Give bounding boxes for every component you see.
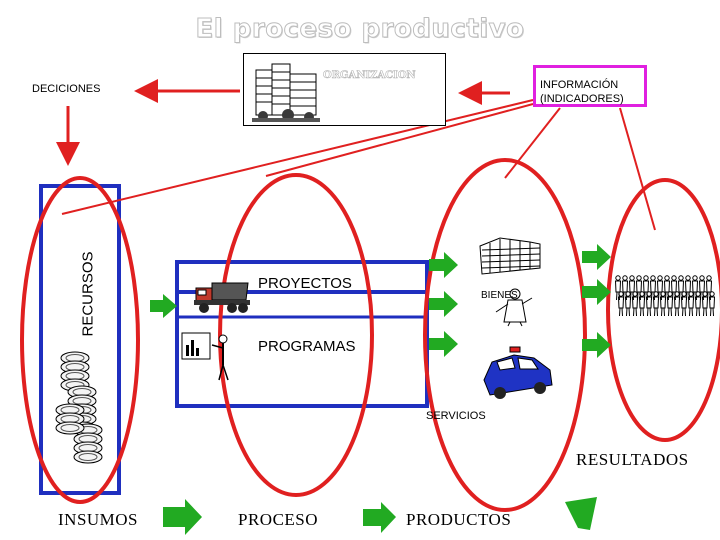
crowd-person-body — [687, 296, 695, 317]
insumos-frame — [39, 184, 121, 495]
crowd-person-body — [638, 296, 646, 317]
crowd-person-head — [706, 275, 712, 281]
proceso-label: PROCESO — [238, 510, 319, 529]
productos-label: PRODUCTOS — [406, 510, 512, 529]
crowd-person-body — [666, 296, 674, 317]
decisiones-label: DECICIONES — [32, 83, 101, 95]
crowd-person-head — [636, 275, 642, 281]
crowd-person-head — [653, 291, 659, 297]
crowd-person-head — [615, 275, 621, 281]
crowd-person-head — [671, 275, 677, 281]
crowd-person-body — [652, 296, 660, 317]
crowd-person-head — [650, 275, 656, 281]
servicios-label: SERVICIOS — [426, 410, 486, 422]
informacion-label: INFORMACIÓN (INDICADORES) — [540, 78, 624, 106]
crowd-person-head — [695, 291, 701, 297]
crowd-person-body — [680, 296, 688, 317]
crowd-person-head — [709, 291, 715, 297]
green-arrow-productos-resultados-2 — [582, 279, 611, 305]
green-arrow-bottom-2 — [363, 502, 396, 533]
crowd-person-head — [692, 275, 698, 281]
crowd-person-head — [657, 275, 663, 281]
coin-rim — [60, 424, 80, 432]
crowd-person-head — [664, 275, 670, 281]
green-arrow-insumos-proceso — [150, 294, 177, 318]
crowd-person-body — [624, 296, 632, 317]
green-arrow-bottom-3 — [565, 497, 597, 530]
crowd-person-body — [673, 296, 681, 317]
crowd-person-head — [622, 275, 628, 281]
crowd-person-head — [667, 291, 673, 297]
crowd-person-head — [688, 291, 694, 297]
crowd-person-head — [685, 275, 691, 281]
crowd-person-head — [699, 275, 705, 281]
crowd-person-head — [660, 291, 666, 297]
scientist-icon — [495, 288, 533, 327]
presenter-chart-icon — [181, 332, 229, 381]
programas-label: PROGRAMAS — [258, 338, 356, 355]
crowd-person-head — [632, 291, 638, 297]
police-car-icon — [483, 346, 553, 399]
green-arrow-proyectos-productos — [429, 252, 458, 278]
informacion-line2: (INDICADORES) — [540, 93, 624, 105]
green-arrow-productos-resultados-1 — [582, 244, 611, 270]
informacion-line1: INFORMACIÓN — [540, 79, 619, 91]
resultados-ellipse — [606, 178, 720, 442]
crowd-person-head — [629, 275, 635, 281]
crowd-person-head — [678, 275, 684, 281]
crowd-icon — [614, 275, 716, 317]
line-productos-to-info — [504, 107, 561, 179]
proyectos-label: PROYECTOS — [258, 275, 352, 292]
crowd-person-head — [674, 291, 680, 297]
line-resultados-to-info — [619, 107, 656, 231]
green-arrow-programas-productos — [429, 291, 458, 317]
organizacion-icon-layer — [252, 63, 320, 122]
informacion-box — [533, 65, 647, 107]
coin-stack-icon — [55, 351, 103, 464]
proceso-ellipse — [218, 173, 374, 497]
productos-ellipse — [423, 158, 587, 512]
line-insumos-to-info — [61, 99, 534, 215]
crowd-person-head — [646, 291, 652, 297]
crowd-person-head — [618, 291, 624, 297]
crowd-person-head — [702, 291, 708, 297]
crowd-person-head — [639, 291, 645, 297]
crowd-person-body — [631, 296, 639, 317]
crowd-person-body — [694, 296, 702, 317]
green-arrow-productos-resultados-3 — [582, 332, 611, 358]
crowd-person-body — [645, 296, 653, 317]
crowd-person-head — [643, 275, 649, 281]
organizacion-label: ORGANIZACION — [323, 70, 416, 82]
recursos-label: RECURSOS — [79, 251, 97, 337]
coin-rim — [78, 453, 98, 461]
insumos-ellipse — [20, 176, 140, 504]
crowd-person-body — [701, 296, 709, 317]
crowd-person-body — [708, 296, 716, 317]
green-arrow-mid-productos — [429, 331, 458, 357]
crowd-person-head — [625, 291, 631, 297]
dump-truck-icon — [194, 282, 250, 313]
bienes-label: BIENES — [481, 290, 518, 301]
insumos-label: INSUMOS — [58, 510, 139, 529]
crowd-person-body — [617, 296, 625, 317]
line-proceso-to-info — [265, 103, 534, 177]
page-title: El proceso productivo — [195, 14, 525, 45]
coin — [73, 450, 103, 464]
building-icon — [479, 237, 541, 275]
crowd-person-body — [659, 296, 667, 317]
crowd-person-head — [681, 291, 687, 297]
resultados-label: RESULTADOS — [576, 450, 689, 469]
green-arrow-bottom-1 — [163, 499, 202, 535]
coin — [55, 421, 85, 435]
